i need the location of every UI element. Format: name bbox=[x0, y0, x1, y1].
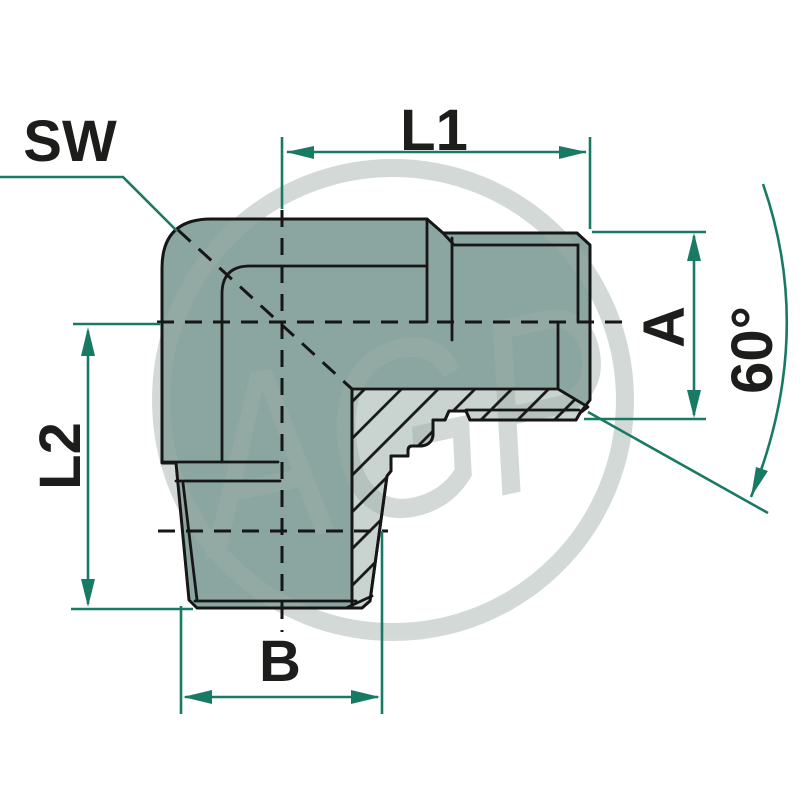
b-arrowhead-left bbox=[183, 690, 212, 704]
a-arrowhead-top bbox=[687, 233, 701, 261]
thread-crest-line-top bbox=[441, 231, 580, 324]
a-arrowhead-bottom bbox=[687, 390, 701, 418]
stud-thread-root-left bbox=[181, 481, 199, 602]
label-l1: L1 bbox=[400, 98, 468, 163]
label-sw: SW bbox=[23, 109, 117, 174]
l2-arrowhead-bottom bbox=[81, 579, 95, 607]
cone-angle-leg-line bbox=[587, 410, 769, 515]
dimension-l2 bbox=[71, 322, 193, 611]
label-b: B bbox=[259, 629, 301, 694]
dimension-sw bbox=[0, 175, 178, 232]
section-plane-diagonal bbox=[176, 228, 354, 391]
l2-arrowhead-top bbox=[81, 327, 95, 356]
label-a: A bbox=[632, 306, 697, 348]
dimension-b bbox=[179, 531, 384, 714]
label-l2: L2 bbox=[28, 422, 93, 490]
dimension-a bbox=[584, 230, 706, 421]
l1-arrowhead-right bbox=[559, 146, 587, 159]
hex-inner-corner-line bbox=[220, 264, 429, 464]
l1-arrowhead-left bbox=[286, 146, 314, 159]
sw-leader-line bbox=[0, 175, 178, 232]
fitting-outline bbox=[160, 217, 592, 610]
b-arrowhead-right bbox=[351, 690, 380, 704]
cone-angle-arrowhead bbox=[751, 467, 768, 497]
cone-angle-arc bbox=[749, 183, 789, 498]
label-cone-angle: 60° bbox=[720, 306, 785, 394]
stud-bottom-right-chamfer bbox=[344, 594, 374, 610]
dimension-cone-angle bbox=[587, 183, 789, 515]
dimension-l1 bbox=[280, 137, 592, 229]
